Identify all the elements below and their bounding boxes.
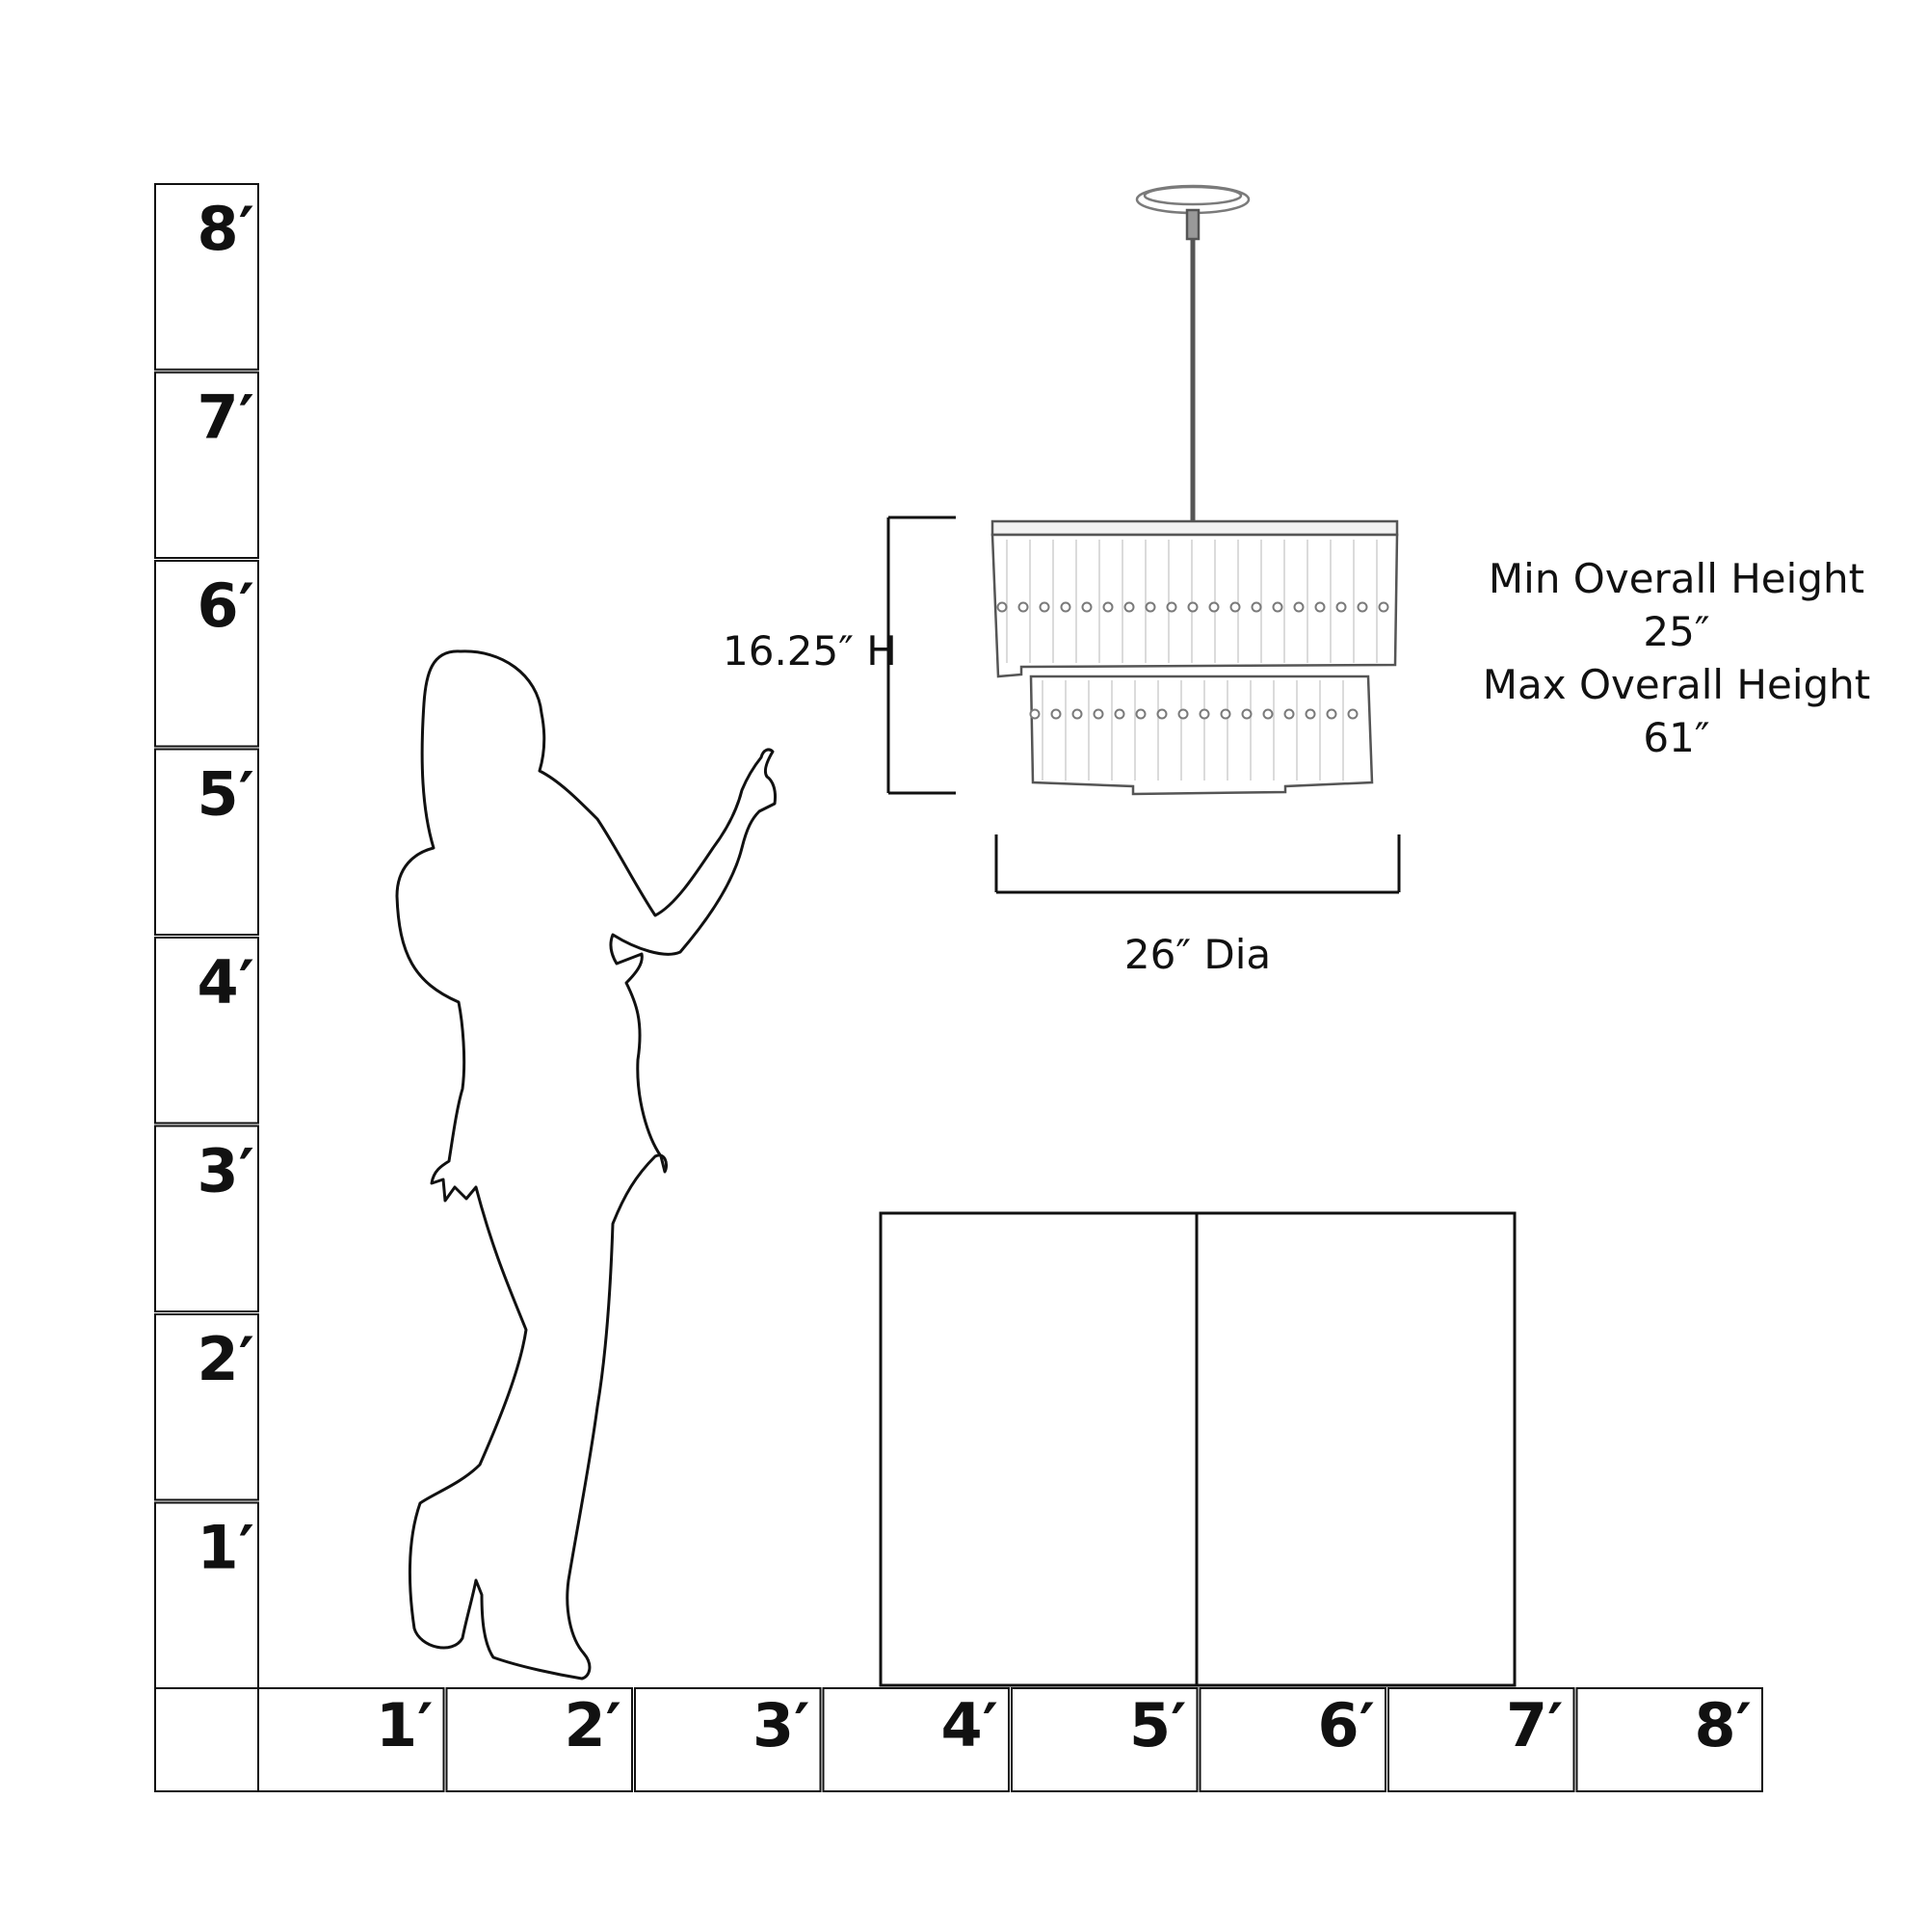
vertical-ruler-cell [154,1313,259,1501]
horizontal-ruler-label: 5′ [1129,1690,1187,1760]
min-height-label: Min Overall Height [1489,555,1864,602]
chandelier-icon [990,184,1399,796]
vertical-ruler-label: 7′ [198,383,255,453]
cabinet-left-door [879,1211,1199,1687]
crystal-bead [1272,601,1283,613]
crystal-bead [1135,708,1147,720]
chandelier-crystals [996,540,1389,781]
crystal-bead [1177,708,1189,720]
vertical-ruler-label: 6′ [198,570,255,641]
crystal-bead [1378,601,1389,613]
crystal-bead [1187,601,1199,613]
vertical-ruler-cell [154,371,259,559]
vertical-ruler-cell [154,937,259,1125]
cabinet-icon [879,1211,1517,1687]
crystal-bead [1039,601,1050,613]
vertical-ruler-label: 1′ [198,1513,255,1583]
vertical-ruler-cell [154,748,259,936]
crystal-bead [1060,601,1071,613]
ruler-corner-cell [154,1687,259,1792]
crystal-bead [1305,708,1316,720]
crystal-bead [1029,708,1041,720]
horizontal-ruler-cell [1199,1687,1386,1792]
max-height-value: 61″ [1643,714,1709,761]
crystal-bead [1102,601,1114,613]
horizontal-ruler-label: 2′ [565,1690,622,1760]
crystal-bead [1347,708,1359,720]
crystal-bead [1283,708,1295,720]
crystal-bead [1293,601,1305,613]
crystal-bead [1314,601,1326,613]
horizontal-ruler-label: 8′ [1695,1690,1753,1760]
min-height-value: 25″ [1643,608,1709,655]
crystal-bead [1145,601,1156,613]
crystal-bead [1081,601,1093,613]
horizontal-ruler-label: 1′ [376,1690,434,1760]
crystal-bead [1123,601,1135,613]
cabinet-right-door [1195,1211,1517,1687]
crystal-bead [1114,708,1125,720]
crystal-bead [1199,708,1210,720]
horizontal-ruler-label: 3′ [752,1690,810,1760]
horizontal-ruler: 1′ 2′ 3′ 4′ 5′ 6′ 7′ 8′ [154,1687,1763,1792]
vertical-ruler-label: 8′ [198,194,255,264]
vertical-ruler-label: 5′ [198,759,255,830]
crystal-bead [996,601,1008,613]
height-dimension [886,516,956,795]
horizontal-ruler-label: 4′ [941,1690,999,1760]
horizontal-ruler-cell [257,1687,445,1792]
horizontal-ruler-cell [445,1687,633,1792]
crystal-bead [1229,601,1241,613]
crystal-bead [1017,601,1029,613]
crystal-bead [1241,708,1253,720]
crystal-bead [1208,601,1220,613]
crystal-bead [1156,708,1168,720]
crystal-bead [1220,708,1231,720]
vertical-ruler-cell [154,560,259,748]
vertical-ruler-label: 4′ [198,947,255,1018]
crystal-bead [1071,708,1083,720]
diameter-dimension [994,834,1401,894]
crystal-bead [1326,708,1337,720]
vertical-ruler-cell [154,1125,259,1312]
vertical-ruler-cell [154,1501,259,1689]
crystal-bead [1166,601,1177,613]
crystal-bead [1262,708,1274,720]
crystal-bead [1357,601,1368,613]
diameter-label: 26″ Dia [1124,931,1271,978]
max-height-label: Max Overall Height [1483,661,1870,708]
crystal-bead [1050,708,1062,720]
horizontal-ruler-cell [1011,1687,1199,1792]
vertical-ruler: 8′ 7′ 6′ 5′ 4′ 3′ 2′ 1′ [154,183,259,1689]
vertical-ruler-cell [154,183,259,371]
horizontal-ruler-cell [634,1687,822,1792]
height-label: 16.25″ H [723,627,897,675]
vertical-ruler-label: 2′ [198,1324,255,1394]
horizontal-ruler-label: 6′ [1318,1690,1376,1760]
horizontal-ruler-label: 7′ [1506,1690,1564,1760]
crystal-bead [1093,708,1104,720]
crystal-bead [1335,601,1347,613]
horizontal-ruler-cell [1387,1687,1575,1792]
horizontal-ruler-cell [822,1687,1010,1792]
person-silhouette-icon [395,649,777,1681]
horizontal-ruler-cell [1575,1687,1763,1792]
vertical-ruler-label: 3′ [198,1136,255,1206]
crystal-bead [1251,601,1262,613]
